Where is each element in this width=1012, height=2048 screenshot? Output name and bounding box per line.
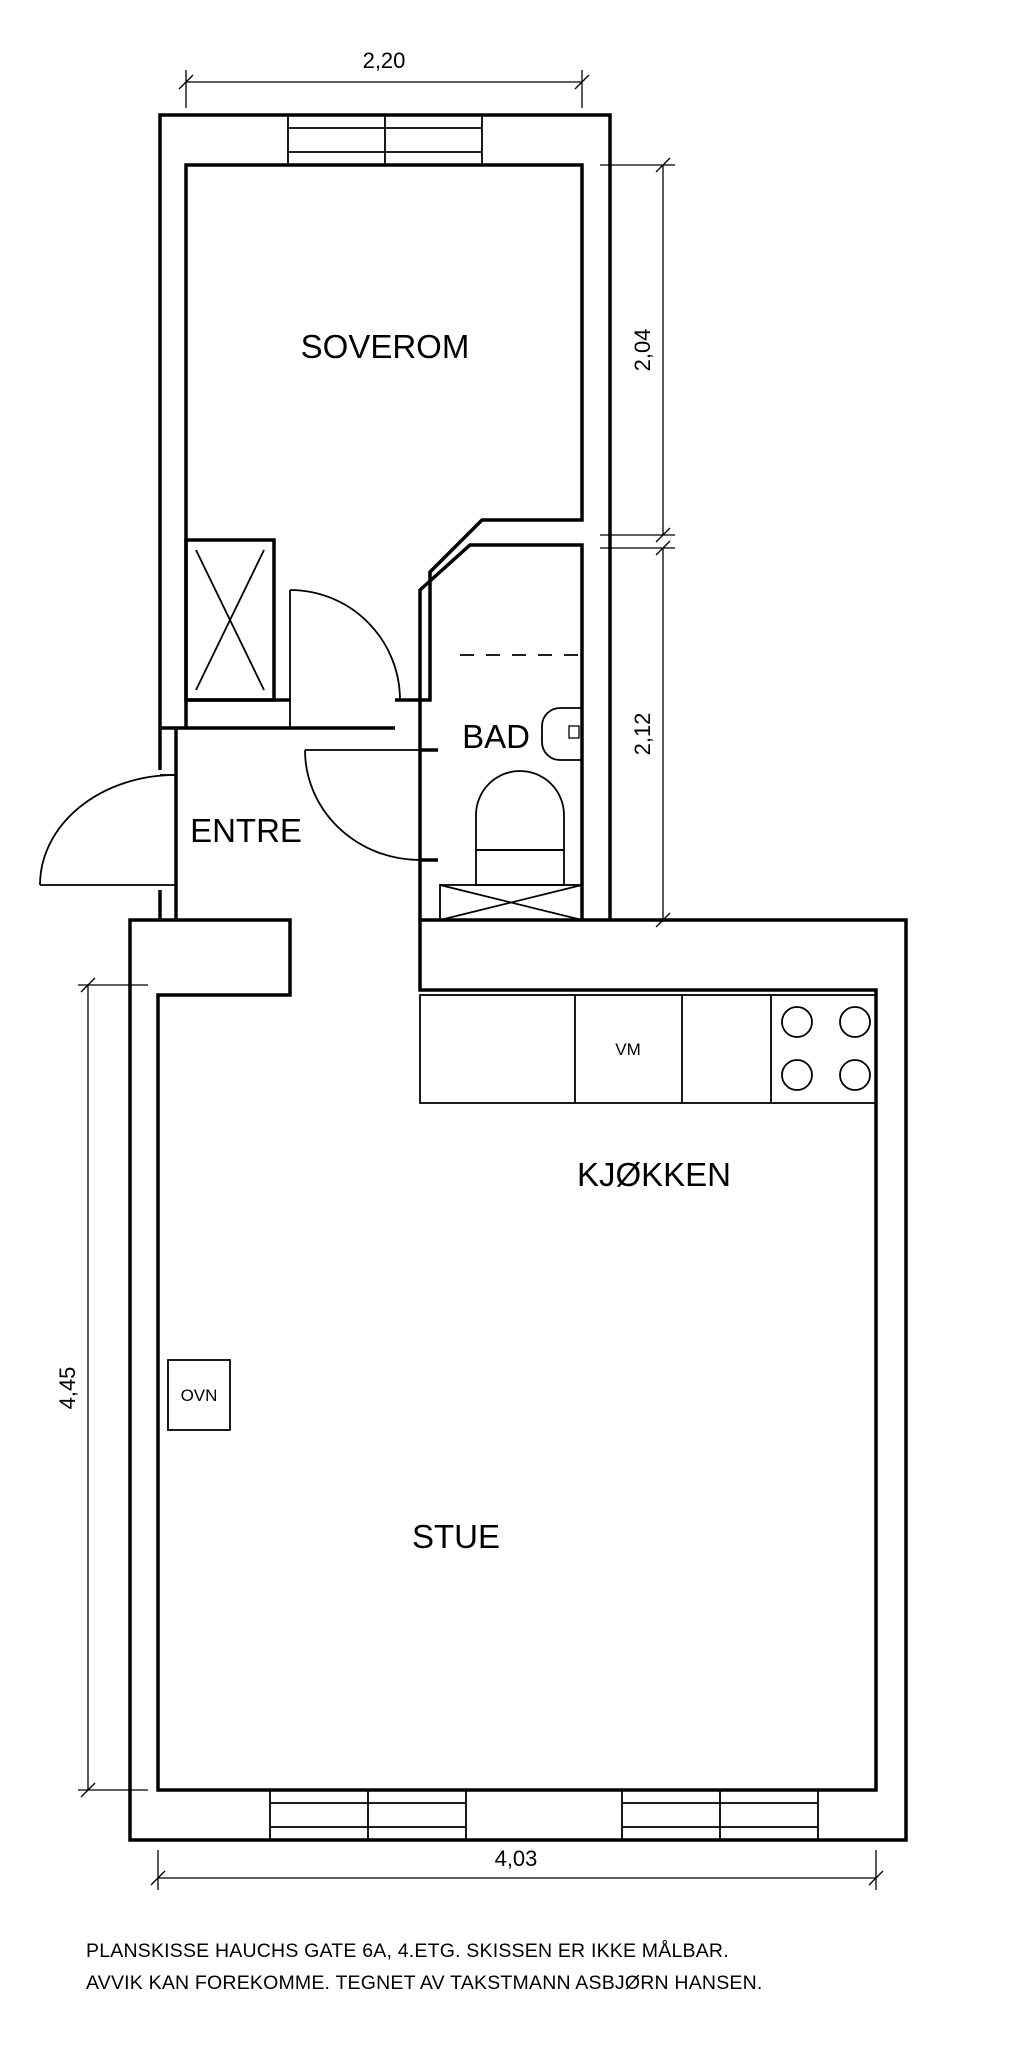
living-window-left [269, 1790, 467, 1840]
room-label-entre: ENTRE [190, 812, 302, 849]
dimension-top [178, 70, 590, 108]
dimension-bad-label: 2,12 [630, 713, 655, 756]
room-label-bad: BAD [462, 718, 530, 755]
stove-burners [781, 1006, 871, 1091]
bedroom-walls [158, 113, 612, 920]
room-label-kjokken: KJØKKEN [577, 1156, 731, 1193]
dimension-bottom [150, 1850, 884, 1890]
dimension-bottom-label: 4,03 [495, 1846, 538, 1871]
oven-box [167, 1359, 231, 1431]
dimension-bad [600, 540, 675, 928]
toilet [475, 770, 565, 886]
room-label-soverom: SOVEROM [301, 328, 470, 365]
bathroom-door [304, 749, 421, 861]
kitchen-counter [419, 994, 877, 1104]
caption-line-2: AVVIK KAN FOREKOMME. TEGNET AV TAKSTMANN… [86, 1972, 763, 1994]
dimension-soverom [600, 157, 675, 543]
living-walls [128, 918, 908, 1842]
dimension-soverom-label: 2,04 [630, 329, 655, 372]
oven-label: OVN [181, 1386, 218, 1405]
washing-machine-label: VM [615, 1040, 641, 1059]
dimension-stue [78, 977, 148, 1798]
caption-line-1: PLANSKISSE HAUCHS GATE 6A, 4.ETG. SKISSE… [86, 1940, 729, 1962]
front-door [39, 774, 176, 886]
bedroom-wardrobe [184, 538, 276, 702]
bedroom-window [287, 115, 483, 165]
room-label-stue: STUE [412, 1518, 500, 1555]
dimension-top-label: 2,20 [363, 48, 406, 73]
living-window-right [621, 1790, 819, 1840]
bathroom-cabinet [439, 884, 583, 921]
bedroom-door [289, 589, 401, 728]
sink [541, 707, 582, 761]
entrance-walls [39, 726, 438, 920]
dimension-stue-label: 4,45 [55, 1367, 80, 1410]
